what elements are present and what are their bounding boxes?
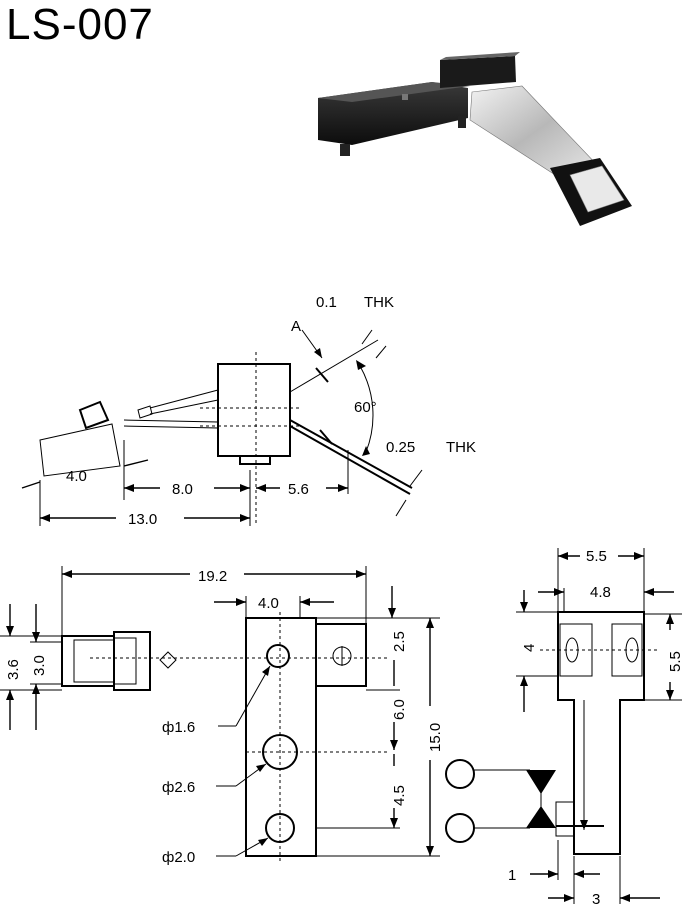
side-pin [239,455,271,465]
label-angle: 60° [354,399,377,416]
label-end-4-8: 4.8 [590,584,611,601]
switch-symbol [445,759,556,843]
label-side-4-0: 4.0 [66,468,87,485]
label-hole-1-6: ф1.6 [162,719,195,736]
label-end-3: 3 [592,891,600,906]
label-0-25: 0.25 [386,439,415,456]
hole-1-6 [266,644,290,668]
label-end-5-5-top: 5.5 [586,548,607,565]
part-number-title: LS-007 [6,0,154,49]
label-front-4-0: 4.0 [258,595,279,612]
end-view: 5.5 4.8 4 5.5 1 3 [508,548,684,906]
side-body [217,363,291,457]
label-side-8-0: 8.0 [172,481,193,498]
front-view: 19.2 4.0 2.5 6.0 15.0 4.5 3.6 3.0 ф1.6 ф… [0,566,444,866]
label-end-4: 4 [521,644,538,652]
label-front-4-5: 4.5 [391,785,408,806]
label-end-1: 1 [508,867,516,884]
front-tab [315,623,367,687]
front-plate [245,617,317,857]
label-front-2-5: 2.5 [391,631,408,652]
label-hole-2-6: ф2.6 [162,779,195,796]
label-hole-2-0: ф2.0 [162,849,195,866]
label-thk-upper: THK [364,294,394,311]
product-photo [300,52,670,260]
label-side-13-0: 13.0 [128,511,157,528]
label-0-1: 0.1 [316,294,337,311]
label-front-15-0: 15.0 [427,723,444,752]
label-end-5-5-right: 5.5 [667,651,684,672]
label-point-a: A [291,318,301,335]
label-front-6-0: 6.0 [391,699,408,720]
label-thk-lower: THK [446,439,476,456]
label-front-3-6: 3.6 [5,659,22,680]
label-front-3-0: 3.0 [31,655,48,676]
end-body [557,611,645,855]
label-front-19-2: 19.2 [198,568,227,585]
label-side-5-6: 5.6 [288,481,309,498]
side-view: 0.1 THK A 60° 0.25 THK 4.0 8.0 5.6 13.0 [21,294,476,528]
